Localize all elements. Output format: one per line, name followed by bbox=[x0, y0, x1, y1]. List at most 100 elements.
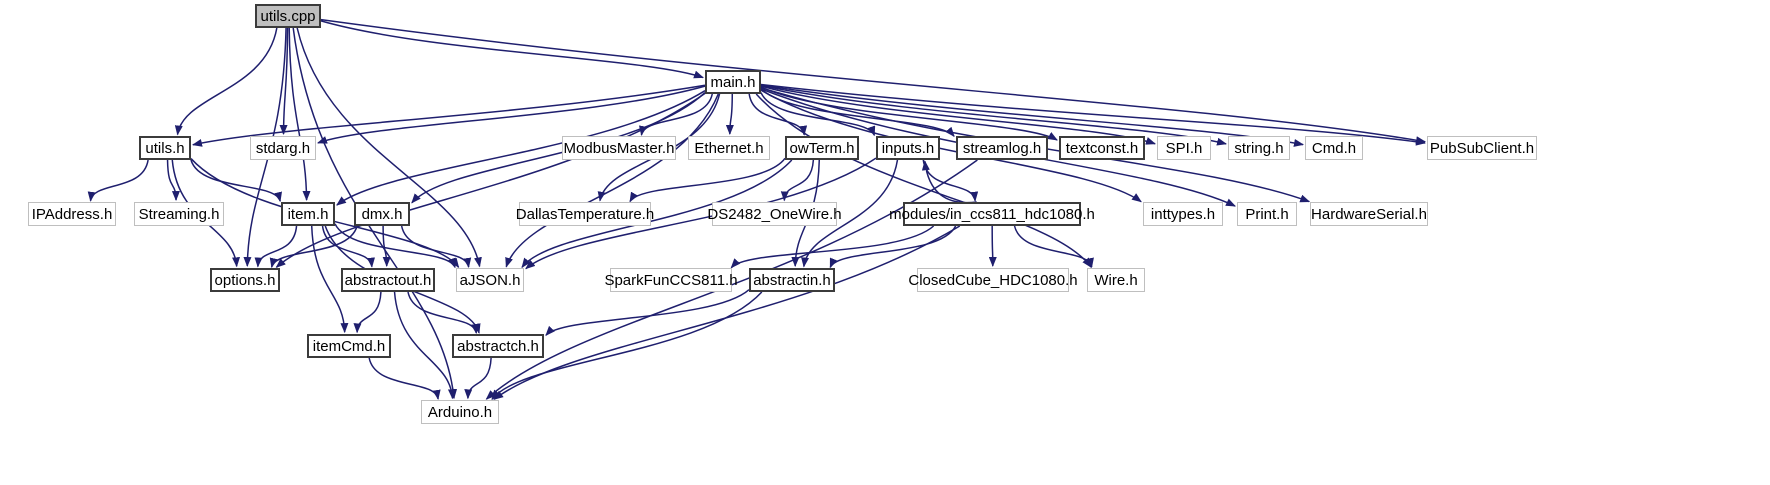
graph-node-modbusmaster-h[interactable]: ModbusMaster.h bbox=[562, 136, 676, 160]
graph-node-ds2482-h[interactable]: DS2482_OneWire.h bbox=[707, 202, 842, 226]
graph-node-sparkfun-h[interactable]: SparkFunCCS811.h bbox=[604, 268, 738, 292]
graph-node-stdarg-h[interactable]: stdarg.h bbox=[250, 136, 316, 160]
graph-node-inputs-h[interactable]: inputs.h bbox=[876, 136, 940, 160]
graph-node-label: HardwareSerial.h bbox=[1311, 205, 1427, 223]
graph-edge bbox=[1013, 225, 1094, 269]
graph-edge bbox=[275, 92, 706, 268]
graph-edge bbox=[190, 158, 460, 269]
graph-edge bbox=[760, 83, 1427, 146]
graph-node-label: streamlog.h bbox=[962, 139, 1042, 157]
graph-edge bbox=[166, 159, 180, 202]
graph-node-label: options.h bbox=[214, 271, 276, 289]
graph-node-string-h[interactable]: string.h bbox=[1228, 136, 1290, 160]
graph-node-label: Print.h bbox=[1245, 205, 1289, 223]
graph-edge bbox=[725, 93, 734, 136]
graph-edge bbox=[336, 90, 706, 206]
graph-node-textconst-h[interactable]: textconst.h bbox=[1059, 136, 1145, 160]
graph-node-ethernet-h[interactable]: Ethernet.h bbox=[688, 136, 770, 160]
graph-edge bbox=[190, 159, 282, 203]
graph-node-inttypes-h[interactable]: inttypes.h bbox=[1143, 202, 1223, 226]
graph-node-owterm-h[interactable]: owTerm.h bbox=[785, 136, 859, 160]
graph-node-dmx-h[interactable]: dmx.h bbox=[354, 202, 410, 226]
graph-node-abstractout-h[interactable]: abstractout.h bbox=[341, 268, 435, 292]
graph-node-label: ClosedCube_HDC1080.h bbox=[908, 271, 1078, 289]
graph-node-label: SparkFunCCS811.h bbox=[604, 271, 738, 289]
graph-node-label: ModbusMaster.h bbox=[563, 139, 675, 157]
graph-node-streamlog-h[interactable]: streamlog.h bbox=[956, 136, 1048, 160]
graph-edge bbox=[310, 225, 349, 334]
graph-edge bbox=[353, 291, 382, 334]
graph-node-label: utils.h bbox=[145, 139, 185, 157]
graph-node-dallastemp-h[interactable]: DallasTemperature.h bbox=[516, 202, 654, 226]
graph-node-label: textconst.h bbox=[1065, 139, 1139, 157]
graph-edge bbox=[254, 225, 298, 268]
graph-node-label: Wire.h bbox=[1094, 271, 1138, 289]
graph-node-label: item.h bbox=[287, 205, 329, 223]
graph-node-spi-h[interactable]: SPI.h bbox=[1157, 136, 1211, 160]
graph-node-itemcmd-h[interactable]: itemCmd.h bbox=[307, 334, 391, 358]
graph-node-label: itemCmd.h bbox=[312, 337, 386, 355]
graph-node-label: utils.cpp bbox=[260, 7, 316, 25]
graph-node-label: dmx.h bbox=[361, 205, 403, 223]
graph-node-cmd-h[interactable]: Cmd.h bbox=[1305, 136, 1363, 160]
graph-node-label: IPAddress.h bbox=[31, 205, 113, 223]
graph-node-pubsubclient-h[interactable]: PubSubClient.h bbox=[1427, 136, 1537, 160]
graph-edge bbox=[485, 159, 978, 400]
graph-edge bbox=[407, 291, 479, 334]
graph-edge bbox=[629, 157, 786, 203]
graph-node-ipaddress-h[interactable]: IPAddress.h bbox=[28, 202, 116, 226]
graph-edge bbox=[922, 159, 979, 202]
graph-node-abstractin-h[interactable]: abstractin.h bbox=[749, 268, 835, 292]
graph-edge bbox=[988, 225, 997, 267]
graph-node-ajson-h[interactable]: aJSON.h bbox=[456, 268, 524, 292]
graph-edge bbox=[368, 357, 441, 400]
graph-node-label: inttypes.h bbox=[1150, 205, 1216, 223]
graph-edge bbox=[174, 27, 278, 136]
graph-edge bbox=[292, 27, 458, 400]
graph-node-label: SPI.h bbox=[1165, 139, 1203, 157]
graph-node-hardwareserial-h[interactable]: HardwareSerial.h bbox=[1310, 202, 1428, 226]
graph-edge bbox=[269, 225, 358, 269]
graph-node-label: PubSubClient.h bbox=[1429, 139, 1535, 157]
graph-node-label: abstractch.h bbox=[457, 337, 539, 355]
graph-edge bbox=[493, 225, 961, 400]
graph-node-label: Cmd.h bbox=[1311, 139, 1357, 157]
graph-node-wire-h[interactable]: Wire.h bbox=[1087, 268, 1145, 292]
graph-node-label: Arduino.h bbox=[427, 403, 493, 421]
graph-edge bbox=[730, 225, 935, 269]
graph-node-streaming-h[interactable]: Streaming.h bbox=[134, 202, 224, 226]
graph-node-label: inputs.h bbox=[881, 139, 935, 157]
graph-node-closedcube-h[interactable]: ClosedCube_HDC1080.h bbox=[908, 268, 1078, 292]
graph-node-abstractch-h[interactable]: abstractch.h bbox=[452, 334, 544, 358]
graph-edge bbox=[243, 27, 287, 268]
graph-node-arduino-h[interactable]: Arduino.h bbox=[421, 400, 499, 424]
graph-node-label: aJSON.h bbox=[459, 271, 521, 289]
graph-edge bbox=[87, 159, 149, 202]
graph-edge bbox=[760, 86, 1058, 141]
graph-node-utils-h[interactable]: utils.h bbox=[139, 136, 191, 160]
graph-node-utils-cpp[interactable]: utils.cpp bbox=[255, 4, 321, 28]
graph-edge bbox=[320, 20, 704, 79]
graph-edge bbox=[334, 223, 456, 269]
graph-node-print-h[interactable]: Print.h bbox=[1237, 202, 1297, 226]
graph-edge bbox=[545, 289, 750, 336]
graph-node-options-h[interactable]: options.h bbox=[210, 268, 280, 292]
graph-edge bbox=[639, 93, 714, 136]
graph-edge bbox=[921, 160, 977, 204]
graph-edge bbox=[748, 93, 808, 136]
graph-node-item-h[interactable]: item.h bbox=[281, 202, 335, 226]
graph-node-label: modules/in_ccs811_hdc1080.h bbox=[889, 205, 1095, 223]
graph-edge bbox=[505, 93, 719, 268]
graph-node-label: owTerm.h bbox=[789, 139, 855, 157]
graph-node-main-h[interactable]: main.h bbox=[705, 70, 761, 94]
graph-node-label: string.h bbox=[1234, 139, 1284, 157]
graph-edge bbox=[491, 291, 763, 401]
graph-edge bbox=[400, 225, 472, 268]
graph-edge bbox=[321, 225, 375, 268]
graph-edge bbox=[755, 93, 1092, 268]
graph-node-ccs811-h[interactable]: modules/in_ccs811_hdc1080.h bbox=[889, 202, 1095, 226]
graph-edge bbox=[288, 27, 311, 202]
graph-edge bbox=[317, 85, 706, 144]
graph-edge bbox=[393, 291, 456, 400]
